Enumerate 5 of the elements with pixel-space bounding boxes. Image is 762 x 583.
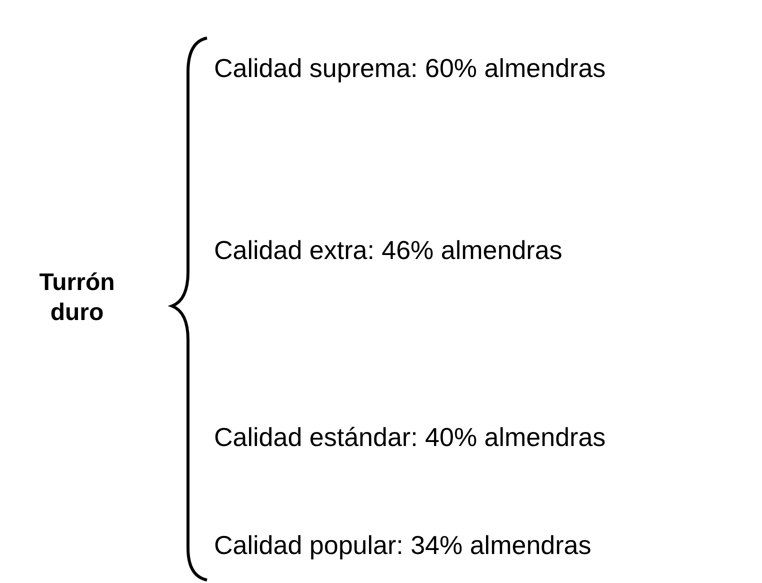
category-text: Calidad extra: 46% almendras [214, 235, 562, 265]
category-text: Calidad popular: 34% almendras [214, 530, 592, 560]
heading-text: Turrón duro [38, 268, 116, 328]
category-text: Calidad estándar: 40% almendras [214, 422, 606, 452]
category-text: Calidad suprema: 60% almendras [214, 53, 606, 83]
